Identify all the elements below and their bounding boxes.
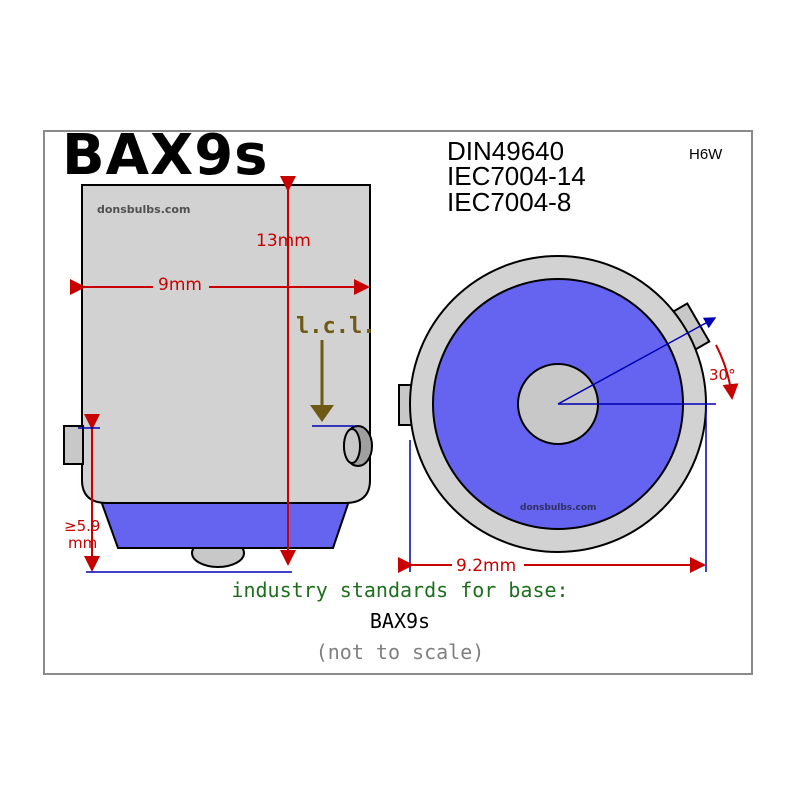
svg-text:mm: mm (68, 534, 97, 552)
svg-text:9.2mm: 9.2mm (456, 556, 516, 576)
top-view: 30° donsbulbs.com 9.2mm (398, 255, 739, 576)
blue-insulator (98, 497, 352, 549)
right-pin-face (343, 428, 361, 464)
height-dimension: 13mm (256, 176, 311, 566)
width-dimension: 9mm (70, 272, 370, 296)
svg-text:donsbulbs.com: donsbulbs.com (97, 203, 190, 216)
pin-offset-dimension: ≥5.9 mm (64, 414, 292, 573)
angle-dimension: 30° (709, 344, 739, 400)
watermark-side: donsbulbs.com (97, 203, 190, 216)
diagram-title: BAX9s (62, 123, 269, 188)
bulb-shell (81, 184, 371, 504)
svg-text:13mm: 13mm (256, 231, 311, 251)
svg-text:≥5.9: ≥5.9 (64, 517, 100, 535)
lcl-marker: l.c.l. (296, 314, 375, 427)
svg-text:30°: 30° (709, 366, 736, 384)
watermark-top: donsbulbs.com (520, 503, 596, 513)
svg-text:9mm: 9mm (158, 275, 202, 295)
standard-iec-14: IEC7004-14 (447, 161, 586, 191)
angle-axes (557, 317, 717, 405)
left-pin (63, 425, 84, 465)
svg-text:l.c.l.: l.c.l. (296, 314, 375, 339)
standard-iec-8: IEC7004-8 (447, 187, 572, 217)
footer-scale-note: (not to scale) (315, 640, 485, 664)
standard-din: DIN49640 (447, 136, 565, 166)
bulb-code: H6W (689, 146, 723, 163)
diameter-dimension: 9.2mm (398, 404, 707, 576)
footer-standards-caption: industry standards for base: (231, 578, 569, 602)
side-view: donsbulbs.com 13mm 9mm l.c.l. (63, 176, 375, 573)
footer-base-name: BAX9s (369, 609, 431, 633)
svg-text:donsbulbs.com: donsbulbs.com (520, 503, 596, 513)
